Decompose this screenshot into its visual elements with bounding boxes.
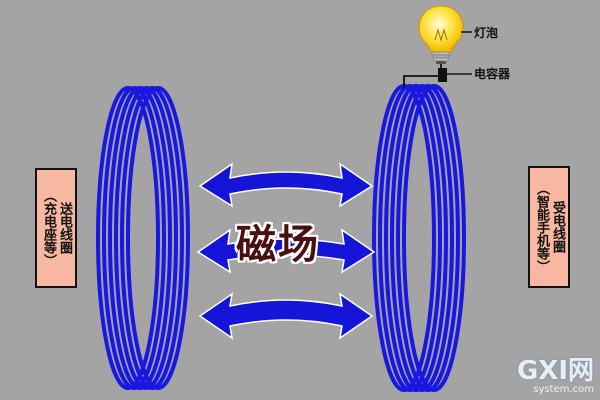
sender-coil-label-box: 送电线圈 （充电座等） (35, 168, 77, 288)
field-arrow-bottom (198, 292, 374, 340)
receiver-coil-label-box: 受电线圈 （智能手机等） (528, 166, 570, 288)
sender-coil (96, 86, 190, 390)
light-bulb-icon (418, 5, 464, 64)
capacitor-label: 电容器 (474, 67, 511, 81)
field-arrow-top (198, 162, 374, 208)
sender-coil-label: 送电线圈 (57, 202, 72, 254)
bulb-label: 灯泡 (474, 26, 499, 40)
watermark: GXI网 system.com (517, 358, 594, 396)
field-arrow-middle (196, 228, 376, 274)
capacitor (438, 68, 447, 82)
sender-coil-examples: （充电座等） (41, 189, 56, 267)
watermark-site: system.com (533, 384, 594, 395)
magnetic-field-arrows (196, 162, 376, 340)
watermark-brand: GXI网 (516, 356, 594, 386)
magnetic-field-label: 磁场 (236, 222, 320, 268)
receiver-coil (372, 84, 466, 392)
receiver-coil-label: 受电线圈 (550, 201, 565, 253)
receiver-coil-examples: （智能手机等） (534, 181, 549, 273)
